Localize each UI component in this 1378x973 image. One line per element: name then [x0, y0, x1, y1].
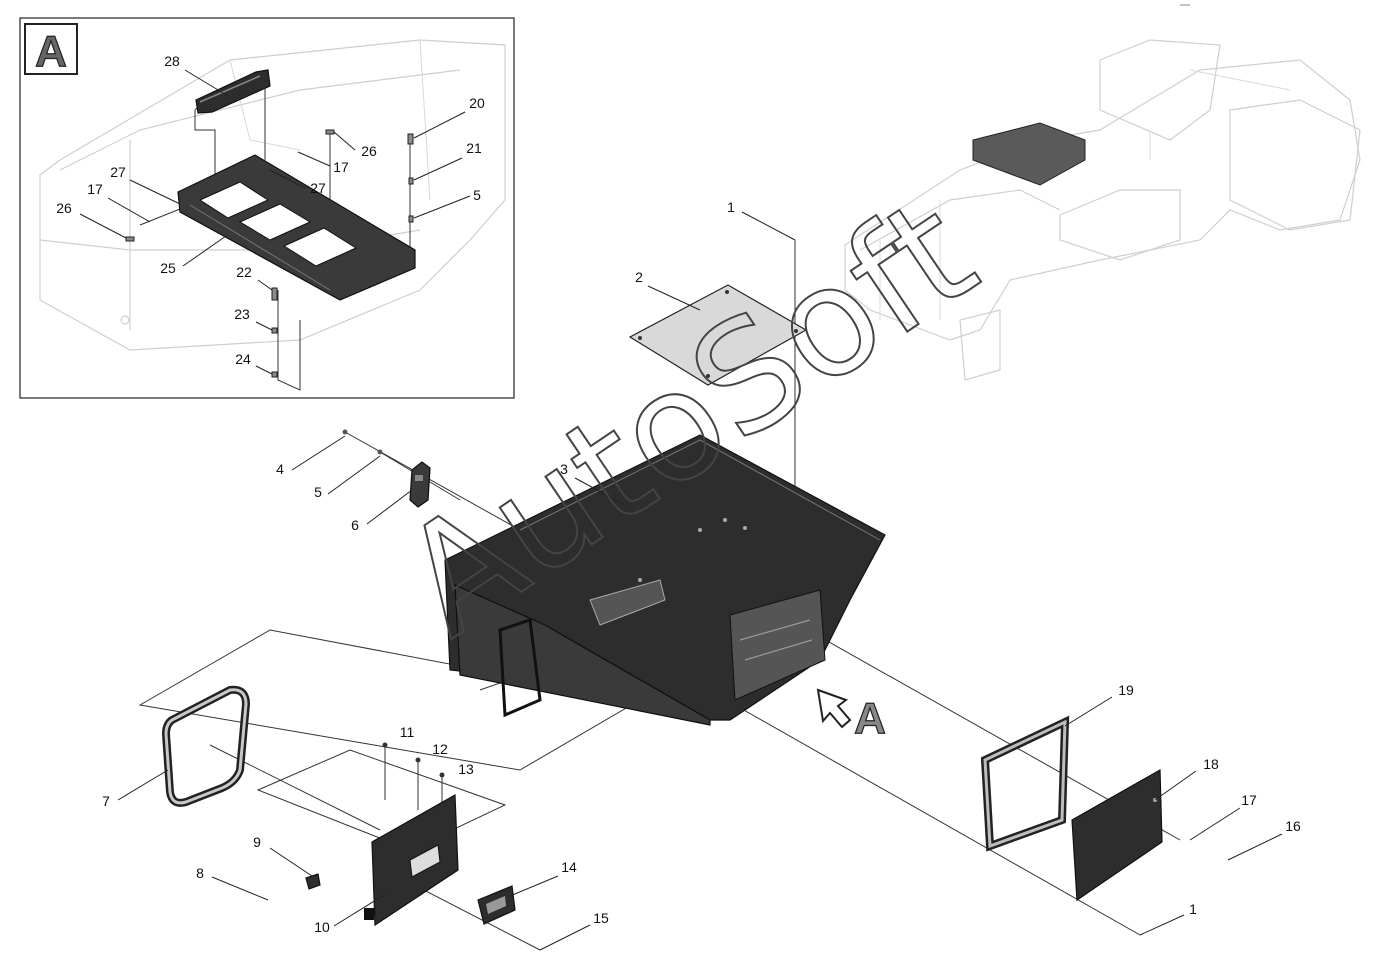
battery-box-part-3	[444, 434, 886, 726]
callout-25: 25	[160, 260, 176, 276]
callout-16: 16	[1285, 818, 1301, 834]
side-cover-part-18	[1071, 768, 1163, 902]
inset-letter-badge: A	[24, 23, 78, 77]
callout-6: 6	[351, 517, 359, 533]
plug-part-6	[409, 461, 431, 508]
callout-14: 14	[561, 859, 577, 875]
callout-4: 4	[276, 461, 284, 477]
callout-3: 3	[560, 461, 568, 477]
inset-letter: A	[35, 27, 67, 76]
tray-frame-part-25	[177, 154, 416, 301]
view-direction-marker: A	[816, 688, 886, 744]
callout-2: 2	[635, 269, 643, 285]
callout-26: 26	[361, 143, 377, 159]
callout-20: 20	[469, 95, 485, 111]
ghost-highlighted-box	[972, 122, 1086, 186]
callout-5: 5	[314, 484, 322, 500]
main-leader-lines	[117, 211, 1283, 951]
arrow-icon	[816, 688, 852, 729]
callout-10: 10	[314, 919, 330, 935]
callout-22: 22	[236, 264, 252, 280]
callout-19: 19	[1118, 682, 1134, 698]
callout-1: 1	[727, 199, 735, 215]
callout-11: 11	[400, 724, 415, 740]
box-side-opening	[729, 589, 826, 701]
callout-9: 9	[253, 834, 261, 850]
callout-8: 8	[196, 865, 204, 881]
callout-18: 18	[1203, 756, 1219, 772]
callout-17: 17	[87, 181, 103, 197]
box-grid-opening	[589, 579, 666, 626]
lid-part-10	[364, 793, 459, 927]
callout-1: 1	[1189, 901, 1197, 917]
callout-7: 7	[102, 793, 110, 809]
fasteners-11-13	[382, 742, 445, 778]
view-marker-letter: A	[854, 694, 886, 743]
cover-plate-part-2	[628, 284, 808, 386]
callout-12: 12	[432, 741, 448, 757]
inset-leader-lines	[79, 69, 471, 375]
callout-27: 27	[110, 164, 126, 180]
callout-23: 23	[234, 306, 250, 322]
seal-frame-part-7	[161, 685, 251, 807]
screws-part-4-5	[342, 429, 383, 455]
callout-15: 15	[593, 910, 609, 926]
callout-21: 21	[466, 140, 482, 156]
callout-17: 17	[333, 159, 349, 175]
callout-5: 5	[473, 187, 481, 203]
callout-13: 13	[458, 761, 474, 777]
inset-fasteners	[125, 129, 414, 378]
inset-callout-labels: 28 20 26 21 17 27 27 5 17 26 25 22 23 24	[56, 53, 485, 367]
callout-24: 24	[235, 351, 251, 367]
inset-view-a: A	[19, 17, 515, 399]
latch-part-14	[477, 885, 516, 925]
callout-17: 17	[1241, 792, 1257, 808]
ghost-vehicle-outline	[844, 4, 1361, 381]
callout-28: 28	[164, 53, 180, 69]
latch-part-9	[305, 873, 321, 890]
handle-part-28	[195, 69, 271, 114]
box-handle	[498, 617, 542, 718]
callout-27: 27	[310, 180, 326, 196]
gasket-part-19	[980, 715, 1070, 852]
callout-26: 26	[56, 200, 72, 216]
